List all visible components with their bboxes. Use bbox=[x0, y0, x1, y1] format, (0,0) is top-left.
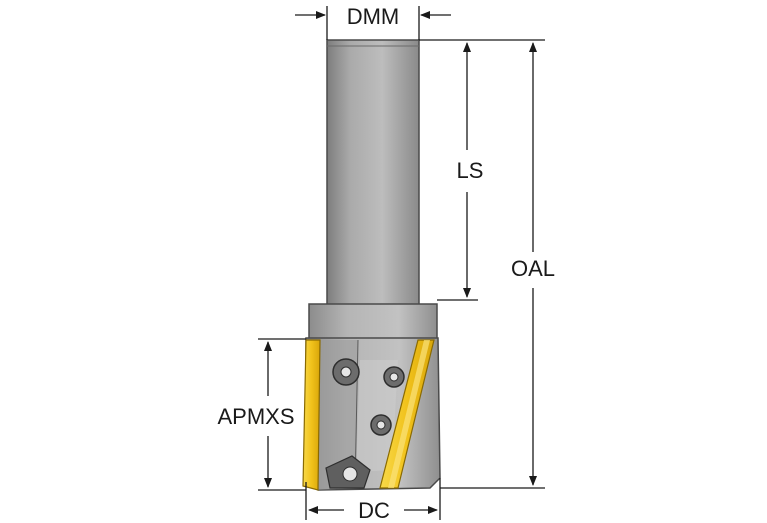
dimension-lines bbox=[258, 6, 545, 520]
insert-screws bbox=[325, 358, 405, 489]
screw-middle bbox=[370, 414, 392, 436]
apmxs-label: APMXS bbox=[217, 404, 294, 429]
screw-top-left bbox=[332, 358, 360, 386]
collar bbox=[308, 303, 438, 341]
dmm-label: DMM bbox=[347, 4, 400, 29]
screw-bottom bbox=[325, 455, 371, 489]
shank bbox=[326, 39, 420, 307]
left-insert bbox=[302, 339, 321, 491]
oal-label: OAL bbox=[511, 256, 555, 281]
dc-label: DC bbox=[358, 498, 390, 523]
screw-top-right bbox=[383, 366, 405, 388]
right-insert bbox=[379, 339, 435, 489]
ls-label: LS bbox=[457, 158, 484, 183]
